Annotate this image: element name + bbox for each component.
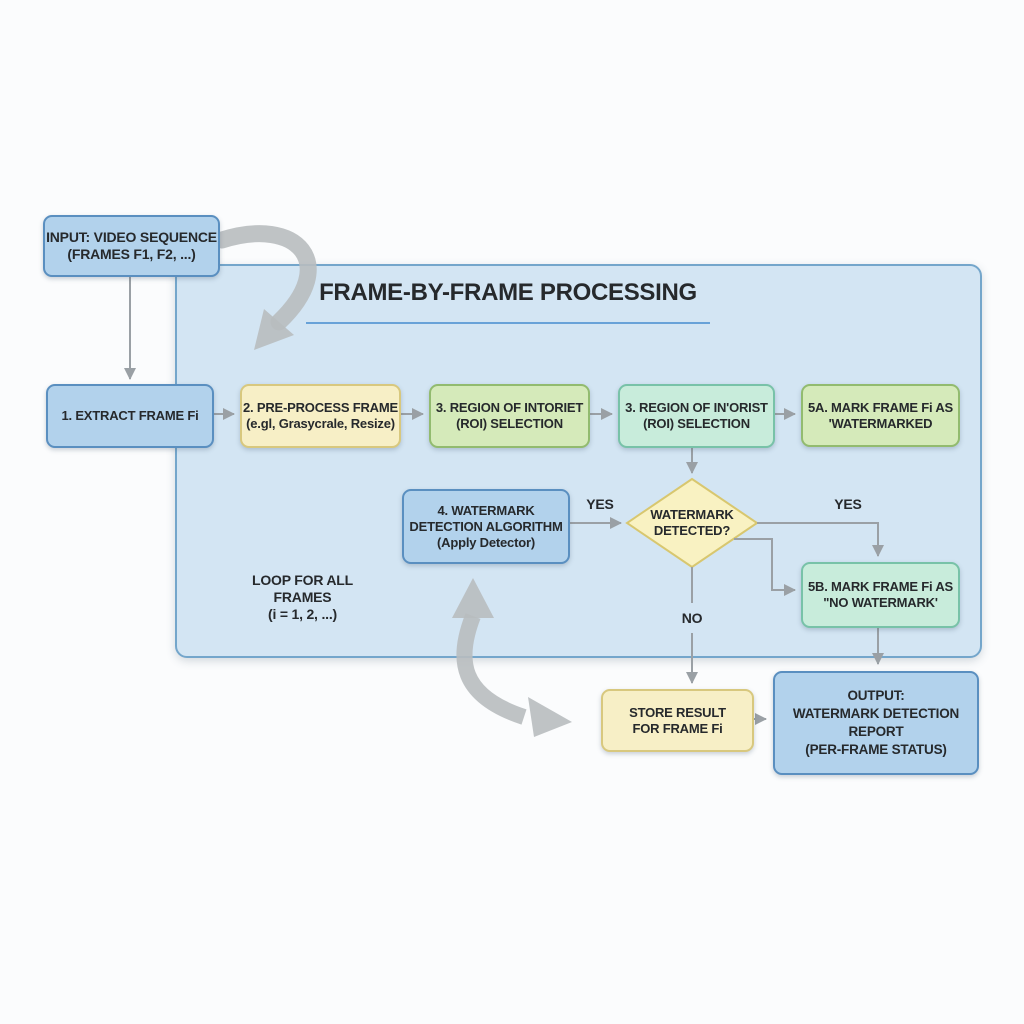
loop-annotation: LOOP FOR ALL FRAMES (i = 1, 2, ...) [225, 572, 380, 623]
node-output-line2: WATERMARK DETECTION REPORT [792, 706, 960, 739]
node-roi1-line2: (ROI) SELECTION [456, 416, 563, 431]
edge-label-yes-left: YES [586, 496, 614, 512]
node-roi2-line1: 3. REGION OF IN'ORIST [625, 400, 768, 415]
node-preprocess-line2: (e.gl, Grasycrale, Resize) [246, 416, 395, 431]
node-detection-algorithm: 4. WATERMARK DETECTION ALGORITHM (Apply … [402, 489, 570, 564]
node-mark-watermarked: 5A. MARK FRAME Fi AS 'WATERMARKED [801, 384, 960, 447]
node-preprocess-line1: 2. PRE-PROCESS FRAME [243, 400, 398, 415]
node-roi2-line2: (ROI) SELECTION [643, 416, 750, 431]
decision-diamond-label: WATERMARK DETECTED? [627, 507, 757, 539]
decision-line1: WATERMARK [650, 507, 734, 522]
node-roi-selection-1: 3. REGION OF INTORIET (ROI) SELECTION [429, 384, 590, 448]
node-mark-no-watermark: 5B. MARK FRAME Fi AS "NO WATERMARK' [801, 562, 960, 628]
node-5a-line1: 5A. MARK FRAME Fi AS [807, 399, 954, 415]
node-5b-line1: 5B. MARK FRAME Fi AS [807, 579, 954, 594]
title-underline [306, 322, 710, 324]
node-store-result: STORE RESULT FOR FRAME Fi [601, 689, 754, 752]
loop-line1: LOOP FOR ALL FRAMES [251, 572, 354, 605]
edge-label-yes-right: YES [834, 496, 862, 512]
node-output-line1: OUTPUT: [847, 688, 905, 703]
container-title: FRAME-BY-FRAME PROCESSING [319, 279, 697, 306]
node-output-line3: (PER-FRAME STATUS) [805, 742, 947, 757]
node-algorithm-line3: (Apply Detector) [437, 534, 535, 550]
node-5a-line2: 'WATERMARKED [828, 415, 933, 431]
edge-label-no: NO [681, 610, 703, 626]
node-roi1-line1: 3. REGION OF INTORIET [435, 400, 584, 415]
node-algorithm-line2: DETECTION ALGORITHM [409, 518, 563, 534]
loop-line2: (i = 1, 2, ...) [268, 606, 337, 622]
node-5b-line2: "NO WATERMARK' [823, 595, 938, 610]
node-store-line2: FOR FRAME Fi [632, 720, 723, 736]
node-input: INPUT: VIDEO SEQUENCE (FRAMES F1, F2, ..… [43, 215, 220, 277]
node-input-line2: (FRAMES F1, F2, ...) [67, 246, 196, 262]
node-store-line1: STORE RESULT [629, 704, 726, 720]
node-preprocess: 2. PRE-PROCESS FRAME (e.gl, Grasycrale, … [240, 384, 401, 448]
node-extract-frame: 1. EXTRACT FRAME Fi [46, 384, 214, 448]
node-roi-selection-2: 3. REGION OF IN'ORIST (ROI) SELECTION [618, 384, 775, 448]
node-input-line1: INPUT: VIDEO SEQUENCE [46, 229, 217, 245]
node-output: OUTPUT: WATERMARK DETECTION REPORT (PER-… [773, 671, 979, 775]
node-extract-line1: 1. EXTRACT FRAME Fi [61, 408, 199, 423]
node-algorithm-line1: 4. WATERMARK [437, 502, 535, 518]
decision-line2: DETECTED? [653, 523, 731, 538]
